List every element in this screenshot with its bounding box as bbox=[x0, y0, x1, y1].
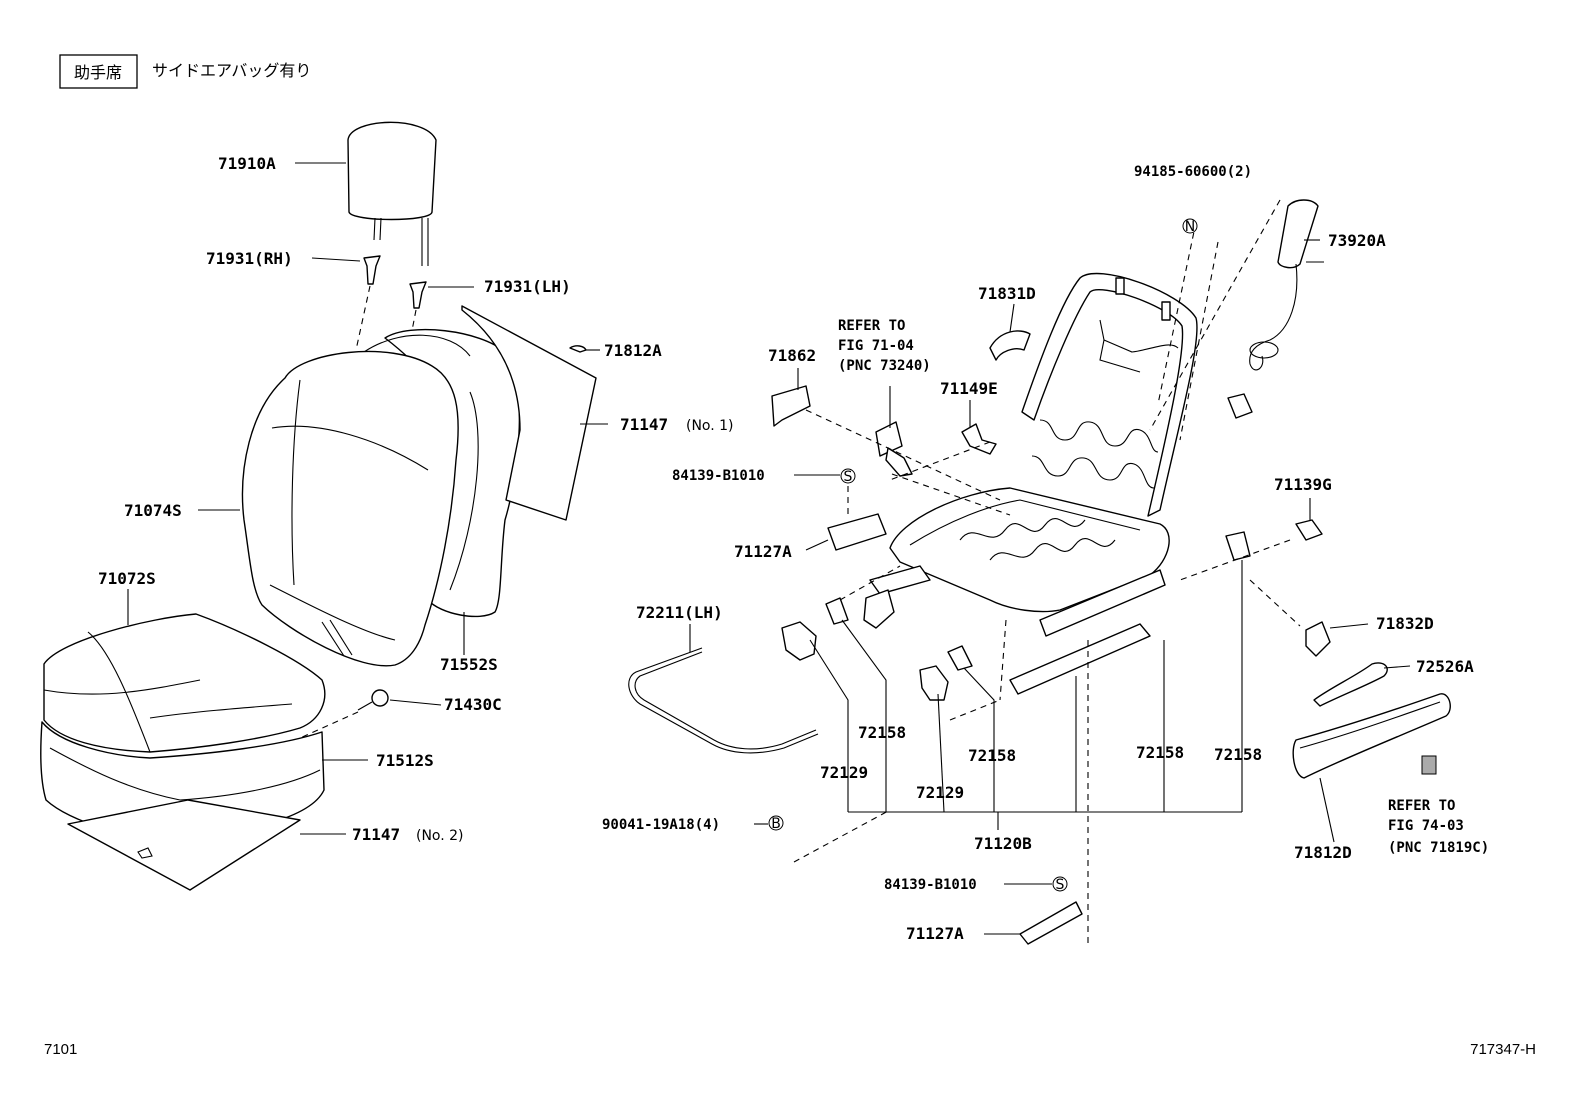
label-71127a-lower: 71127A bbox=[906, 924, 964, 943]
seatback-heater-sheet bbox=[461, 305, 597, 521]
seatback-frame bbox=[1021, 272, 1198, 517]
lever-knob-72526a bbox=[1313, 662, 1388, 707]
refer2-line2: FIG 74-03 bbox=[1388, 818, 1464, 834]
label-71430c: 71430C bbox=[444, 695, 502, 714]
belt-buckle bbox=[875, 421, 913, 477]
label-71910a: 71910A bbox=[218, 154, 276, 173]
label-72158-b: 72158 bbox=[968, 746, 1016, 765]
label-71512s: 71512S bbox=[376, 751, 434, 770]
svg-text:S: S bbox=[844, 469, 853, 485]
label-72158-a: 72158 bbox=[858, 723, 906, 742]
svg-text:B: B bbox=[771, 816, 781, 832]
label-71147-no1-suffix: (No. 1) bbox=[686, 418, 734, 434]
header-box-label: 助手席 bbox=[74, 63, 122, 82]
clip-71812a bbox=[569, 345, 587, 353]
label-94185: 94185-60600(2) bbox=[1134, 164, 1252, 180]
seat-adjuster-bracket bbox=[863, 589, 895, 629]
symbol-s-upper: S bbox=[840, 468, 856, 485]
label-71120b: 71120B bbox=[974, 834, 1032, 853]
label-72129-a: 72129 bbox=[820, 763, 868, 782]
label-71812d: 71812D bbox=[1294, 843, 1352, 862]
label-71147-no1: 71147 bbox=[620, 415, 668, 434]
label-71831d: 71831D bbox=[978, 284, 1036, 303]
refer1-line1: REFER TO bbox=[838, 318, 905, 334]
shield-71812d bbox=[1292, 693, 1451, 779]
bracket-71149e bbox=[961, 423, 997, 455]
footer-left: 7101 bbox=[44, 1041, 77, 1058]
label-84139-upper: 84139-B1010 bbox=[672, 468, 765, 484]
brackets-right bbox=[1225, 393, 1323, 561]
label-71147-no2: 71147 bbox=[352, 825, 400, 844]
dash-lines-right bbox=[793, 199, 1301, 944]
cover-71831d bbox=[989, 330, 1031, 361]
airbag-73920a bbox=[1249, 199, 1319, 371]
label-71139g: 71139G bbox=[1274, 475, 1332, 494]
refer1-line3: (PNC 73240) bbox=[838, 358, 931, 374]
leaders-right bbox=[689, 239, 1411, 935]
seat-rails bbox=[869, 565, 1166, 695]
header: 助手席 サイドエアバッグ有り bbox=[59, 54, 311, 89]
labels: 71910A 71931(RH) 71931(LH) 71812A 71147 … bbox=[98, 154, 1489, 943]
label-71149e: 71149E bbox=[940, 379, 998, 398]
label-72129-b: 72129 bbox=[916, 783, 964, 802]
label-71862: 71862 bbox=[768, 346, 816, 365]
label-72526a: 72526A bbox=[1416, 657, 1474, 676]
svg-text:S: S bbox=[1056, 877, 1065, 893]
seat-cushion-frame bbox=[889, 487, 1170, 613]
wire-72211 bbox=[628, 647, 819, 754]
shield-71127a-upper bbox=[827, 513, 887, 551]
label-72158-d: 72158 bbox=[1214, 745, 1262, 764]
symbol-n: N bbox=[1182, 218, 1198, 235]
refer1-line2: FIG 71-04 bbox=[838, 338, 914, 354]
headrest-support-lh bbox=[409, 281, 427, 309]
cushion-pad bbox=[40, 721, 325, 841]
label-71832d: 71832D bbox=[1376, 614, 1434, 633]
label-71074s: 71074S bbox=[124, 501, 182, 520]
svg-text:N: N bbox=[1185, 219, 1195, 235]
label-73920a: 73920A bbox=[1328, 231, 1386, 250]
label-71812a: 71812A bbox=[604, 341, 662, 360]
label-71931-rh: 71931(RH) bbox=[206, 249, 293, 268]
label-90041: 90041-19A18(4) bbox=[602, 817, 720, 833]
refer2-line3: (PNC 71819C) bbox=[1388, 840, 1489, 856]
headrest-support-rh bbox=[363, 255, 381, 285]
recliner-handle-71832d bbox=[1305, 621, 1331, 657]
headrest bbox=[347, 121, 437, 266]
cushion-heater-sheet bbox=[67, 799, 301, 891]
label-72158-c: 72158 bbox=[1136, 743, 1184, 762]
label-71072s: 71072S bbox=[98, 569, 156, 588]
label-71931-lh: 71931(LH) bbox=[484, 277, 571, 296]
header-title: サイドエアバッグ有り bbox=[152, 61, 311, 80]
bracket-71862 bbox=[771, 385, 811, 427]
label-71127a-upper: 71127A bbox=[734, 542, 792, 561]
label-84139-lower: 84139-B1010 bbox=[884, 877, 977, 893]
symbol-b: B bbox=[768, 815, 784, 832]
header-box bbox=[59, 54, 138, 89]
label-72211: 72211(LH) bbox=[636, 603, 723, 622]
leaders-left bbox=[127, 162, 608, 835]
refer2-line1: REFER TO bbox=[1388, 798, 1455, 814]
shield-71127a-lower bbox=[1019, 901, 1083, 945]
screw-71430c bbox=[357, 689, 389, 711]
seatback-cover bbox=[241, 350, 459, 667]
label-71552s: 71552S bbox=[440, 655, 498, 674]
symbol-s-lower: S bbox=[1052, 876, 1068, 893]
label-71147-no2-suffix: (No. 2) bbox=[416, 828, 464, 844]
seat-cushion bbox=[43, 613, 326, 753]
covers-72158-72129 bbox=[781, 597, 973, 701]
footer-right: 717347-H bbox=[1470, 1041, 1536, 1058]
